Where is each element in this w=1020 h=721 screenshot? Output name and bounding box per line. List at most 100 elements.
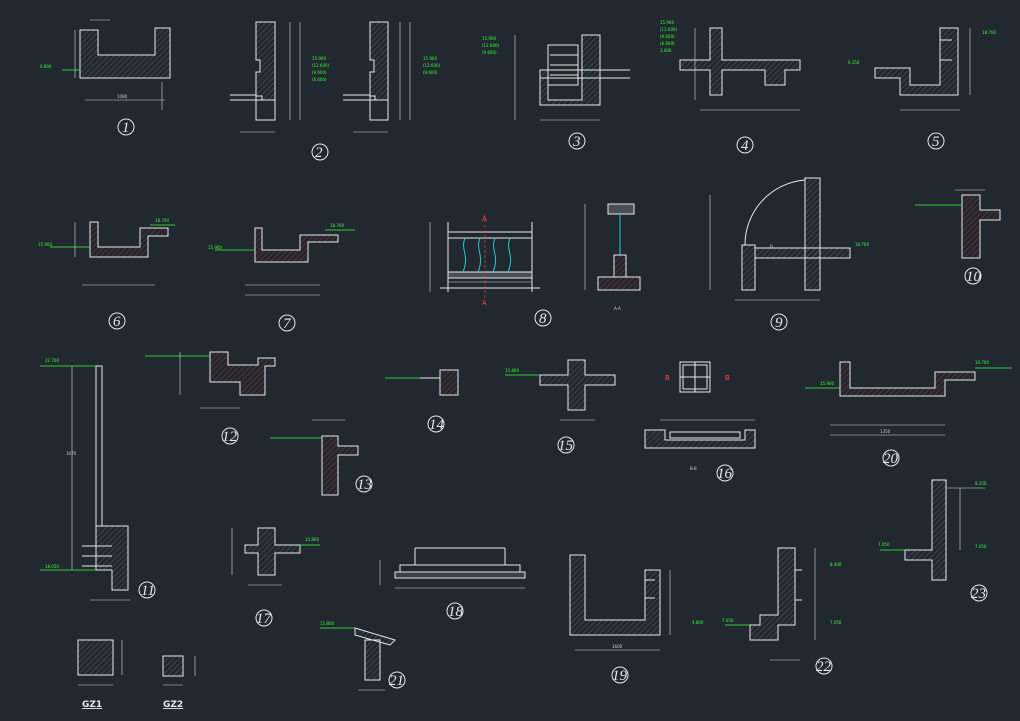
detail-18: 18 xyxy=(379,547,526,620)
dimension-label: 1350 xyxy=(880,429,891,434)
detail-number-2: 2 xyxy=(315,145,323,161)
elevation-label: (9.600) xyxy=(660,34,675,39)
elevation-label: 22.700 xyxy=(45,358,59,363)
detail-number-9: 9 xyxy=(775,315,783,331)
elevation-label: 18.700 xyxy=(855,242,869,247)
detail-number-1: 1 xyxy=(122,120,130,136)
dimension-label: 3070 xyxy=(66,451,77,456)
elevation-label: (9.600) xyxy=(423,70,438,75)
detail-number-10: 10 xyxy=(966,269,982,285)
column-label-gz2: GZ2 xyxy=(163,700,183,710)
section-mark-a: A xyxy=(482,299,487,307)
detail-number-23: 23 xyxy=(971,586,986,602)
elevation-label: 15.900 xyxy=(208,245,222,250)
detail-number-7: 7 xyxy=(283,316,292,332)
detail-20: 15.900 19.700 1350 20 xyxy=(805,360,1012,467)
detail-3: 15.900 (12.600) (9.600) 3 xyxy=(482,34,630,150)
elevation-label: 18.050 xyxy=(45,564,59,569)
elevation-label: (12.600) xyxy=(423,63,441,68)
section-mark-b: B xyxy=(770,244,773,249)
elevation-label: (9.600) xyxy=(312,70,327,75)
detail-number-4: 4 xyxy=(741,138,749,154)
detail-12: 12 xyxy=(145,351,276,445)
elevation-label: 6.350 xyxy=(848,60,860,65)
elevation-label: 4.800 xyxy=(692,620,704,625)
detail-7: 15.900 18.700 7 xyxy=(208,223,355,332)
elevation-label: 19.700 xyxy=(975,360,989,365)
detail-22: 7.050 8.400 7.050 22 xyxy=(722,547,842,675)
column-gz2: GZ2 xyxy=(162,655,196,710)
elevation-label: (12.600) xyxy=(482,43,500,48)
elevation-label: 15.800 xyxy=(320,621,334,626)
dimension-label: 1080 xyxy=(117,94,128,99)
detail-1: 0.800 1080 1 xyxy=(40,19,171,136)
detail-number-19: 19 xyxy=(612,668,628,684)
elevation-label: (12.600) xyxy=(660,27,678,32)
detail-15: 15.800 15 xyxy=(505,359,616,454)
elevation-label: 3.600 xyxy=(660,48,672,53)
elevation-label: (9.600) xyxy=(482,50,497,55)
elevation-label: 15.900 xyxy=(423,56,437,61)
detail-number-8: 8 xyxy=(539,311,547,327)
detail-number-22: 22 xyxy=(816,659,832,675)
elevation-label: 15.900 xyxy=(482,36,496,41)
elevation-label: (12.600) xyxy=(312,63,330,68)
detail-number-12: 12 xyxy=(222,429,238,445)
detail-number-6: 6 xyxy=(113,314,121,330)
elevation-label: 15.900 xyxy=(820,381,834,386)
elevation-label: 15.900 xyxy=(660,20,674,25)
detail-number-16: 16 xyxy=(717,466,733,482)
elevation-label: 15.800 xyxy=(505,368,519,373)
detail-number-5: 5 xyxy=(932,134,940,150)
detail-number-21: 21 xyxy=(389,673,404,689)
elevation-label: (6.600) xyxy=(312,77,327,82)
elevation-label: 18.700 xyxy=(155,218,169,223)
elevation-label: 0.800 xyxy=(40,64,52,69)
detail-number-18: 18 xyxy=(448,604,464,620)
elevation-label: 7.050 xyxy=(722,618,734,623)
detail-2: 15.900 (12.600) (9.600) (6.600) 15.900 (… xyxy=(230,21,441,161)
elevation-label: 18.700 xyxy=(330,223,344,228)
detail-21: 15.800 21 xyxy=(320,621,406,691)
detail-9: 18.700 B 9 xyxy=(709,177,869,331)
column-label-gz1: GZ1 xyxy=(82,700,102,710)
elevation-label: 8.250 xyxy=(975,481,987,486)
elevation-label: 8.400 xyxy=(830,562,842,567)
detail-23: 7.050 8.250 7.050 23 xyxy=(878,479,988,602)
elevation-label: 15.900 xyxy=(312,56,326,61)
elevation-label: 7.050 xyxy=(830,620,842,625)
detail-6: 15.900 18.700 6 xyxy=(38,218,175,330)
elevation-label: 15.800 xyxy=(305,537,319,542)
section-mark-b: B xyxy=(725,374,730,382)
detail-number-17: 17 xyxy=(256,611,273,627)
detail-number-20: 20 xyxy=(883,451,899,467)
elevation-label: 18.700 xyxy=(982,30,996,35)
detail-16: B B B-B 16 xyxy=(644,361,756,482)
elevation-label: 15.900 xyxy=(38,242,52,247)
detail-number-11: 11 xyxy=(141,583,155,599)
detail-8: A A 8 A-A xyxy=(429,203,641,327)
detail-number-14: 14 xyxy=(429,417,445,433)
detail-4: 15.900 (12.600) (9.600) (6.600) 3.600 4 xyxy=(660,20,801,154)
section-label-b: B-B xyxy=(690,466,697,471)
dimension-label: 1600 xyxy=(612,644,623,649)
section-mark-b: B xyxy=(665,374,670,382)
section-mark-a: A xyxy=(482,215,487,223)
detail-14: 14 xyxy=(385,369,459,433)
elevation-label: (6.600) xyxy=(660,41,675,46)
detail-number-15: 15 xyxy=(558,438,574,454)
elevation-label: 7.050 xyxy=(878,542,890,547)
detail-number-3: 3 xyxy=(572,134,581,150)
detail-5: 6.350 18.700 5 xyxy=(848,27,996,150)
section-label-a: A-A xyxy=(614,306,621,311)
detail-13: 13 xyxy=(270,419,373,496)
column-gz1: GZ1 xyxy=(77,639,123,710)
detail-11: 22.700 18.050 3070 11 xyxy=(40,358,156,601)
detail-number-13: 13 xyxy=(357,477,372,493)
elevation-label: 7.050 xyxy=(975,544,987,549)
detail-17: 15.800 17 xyxy=(231,527,320,627)
detail-10: 10 xyxy=(915,189,1001,285)
detail-19: 1600 4.800 19 xyxy=(569,554,704,684)
